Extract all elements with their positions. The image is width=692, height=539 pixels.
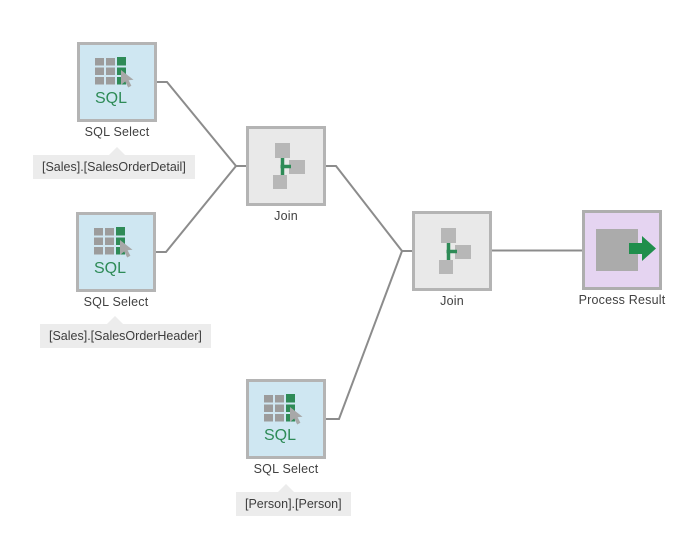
node-label-sql-select-2: SQL Select [83, 295, 149, 309]
cursor-arrow-glyph [290, 407, 303, 425]
sql-table-cursor-icon: SQL [95, 57, 134, 107]
node-label-sql-select-3: SQL Select [253, 462, 319, 476]
table-callout-sql-select-2: [Sales].[SalesOrderHeader] [40, 316, 211, 348]
edge-sql2-join1 [156, 165, 237, 253]
node-label-process-result: Process Result [578, 293, 666, 307]
join-icon [438, 228, 471, 274]
process-result-arrow-icon [596, 229, 656, 271]
sql-table-cursor-icon: SQL [264, 394, 303, 444]
node-label-sql-select-1: SQL Select [84, 125, 150, 139]
sql-table-cursor-icon: SQL [94, 227, 133, 277]
edge-sql1-join1 [157, 81, 246, 167]
table-callout-sql-select-3: [Person].[Person] [236, 484, 351, 516]
node-join-1[interactable] [246, 126, 326, 206]
edge-sql3-join2 [326, 250, 403, 420]
node-join-2[interactable] [412, 211, 492, 291]
callout-pointer [277, 484, 295, 493]
sql-icon-text: SQL [94, 260, 126, 277]
table-name: [Sales].[SalesOrderDetail] [42, 160, 186, 174]
node-sql-select-2[interactable]: SQL [76, 212, 156, 292]
cursor-arrow-glyph [121, 70, 134, 88]
node-label-join-2: Join [440, 294, 464, 308]
edge-join1-join2 [326, 165, 412, 252]
node-sql-select-3[interactable]: SQL [246, 379, 326, 459]
cursor-arrow-glyph [120, 240, 133, 258]
table-name: [Person].[Person] [245, 497, 342, 511]
sql-icon-text: SQL [264, 427, 296, 444]
callout-pointer [106, 316, 124, 325]
callout-pointer [108, 147, 126, 156]
table-callout-sql-select-1: [Sales].[SalesOrderDetail] [33, 147, 195, 179]
node-label-join-1: Join [274, 209, 298, 223]
node-sql-select-1[interactable]: SQL [77, 42, 157, 122]
join-icon [272, 143, 305, 189]
node-process-result[interactable] [582, 210, 662, 290]
sql-icon-text: SQL [95, 90, 127, 107]
table-name: [Sales].[SalesOrderHeader] [49, 329, 202, 343]
